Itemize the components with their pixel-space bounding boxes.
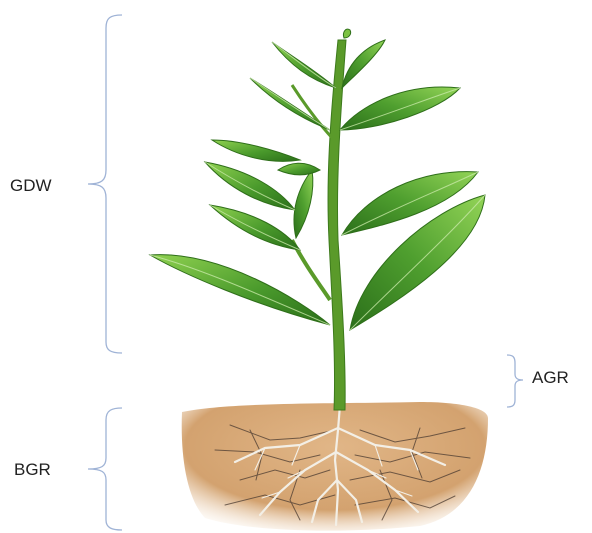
leaf xyxy=(210,205,300,250)
gdw-label: GDW xyxy=(10,176,52,196)
leaf xyxy=(343,29,350,38)
bgr-bracket xyxy=(88,408,122,530)
bgr-label: BGR xyxy=(14,460,51,480)
leaf xyxy=(294,170,313,238)
leaf xyxy=(212,140,300,161)
agr-bracket xyxy=(507,355,523,407)
agr-label: AGR xyxy=(532,368,569,388)
leaf xyxy=(278,163,320,175)
leaf xyxy=(342,40,385,88)
leaf xyxy=(150,255,330,325)
gdw-bracket xyxy=(88,15,122,353)
